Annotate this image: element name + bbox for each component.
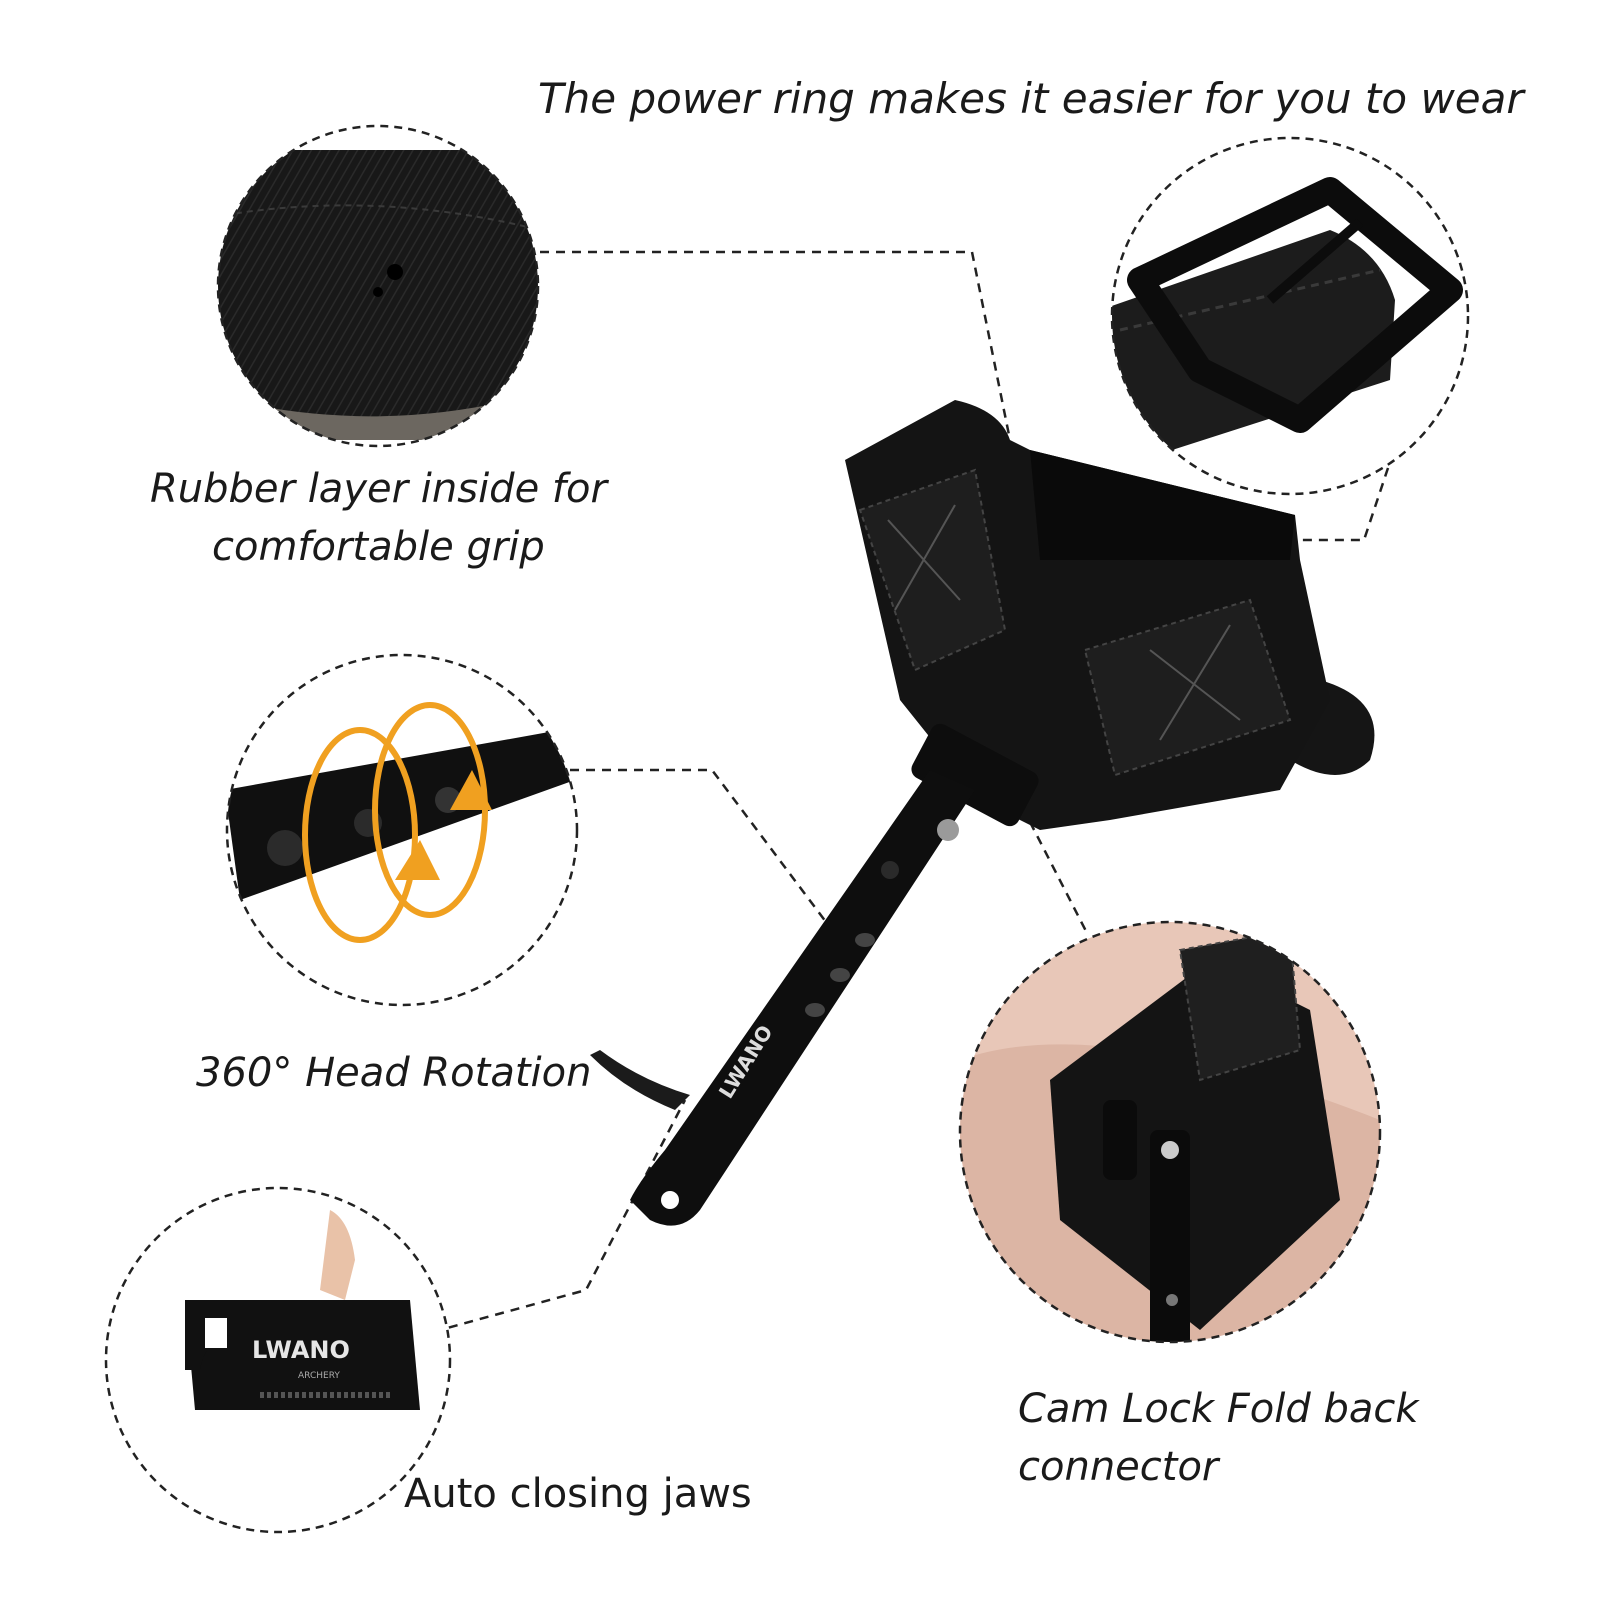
rubber-caption-line2: comfortable grip: [212, 524, 545, 570]
buckle-frame: [1127, 177, 1463, 433]
leader-jaws: [417, 1099, 687, 1338]
wear-caption: The power ring makes it easier for you t…: [538, 74, 1524, 123]
rubber-caption: Rubber layer inside for comfortable grip: [150, 460, 650, 576]
leader-rotation: [570, 768, 833, 931]
cam-shaft: [1150, 1130, 1190, 1342]
jaws-caption: Auto closing jaws: [404, 1471, 752, 1517]
release-aid-product: LWANO: [590, 400, 1375, 1226]
cam-caption-line1: Cam Lock Fold back: [1018, 1386, 1419, 1432]
leader-rubber: [540, 250, 1012, 441]
trigger: [590, 1050, 690, 1110]
detail-cam-lock: [958, 920, 1382, 1344]
rubber-caption-line1: Rubber layer inside for: [150, 466, 607, 512]
cam-caption: Cam Lock Fold back connector: [1018, 1380, 1419, 1496]
cam-caption-line2: connector: [1018, 1444, 1219, 1490]
release-shaft: [630, 770, 975, 1226]
detail-rubber-layer: [216, 124, 540, 448]
detail-buckle: [1110, 136, 1470, 496]
detail-auto-jaws: LWANO ARCHERY: [104, 1186, 452, 1534]
leader-cam: [1028, 821, 1090, 936]
rotation-arrow-left: [302, 727, 418, 943]
jaws-brand-label: LWANO: [252, 1336, 350, 1364]
detail-head-rotation: [225, 653, 579, 1007]
rotation-caption: 360° Head Rotation: [196, 1050, 592, 1096]
jaws-brand-sub: ARCHERY: [298, 1371, 340, 1381]
